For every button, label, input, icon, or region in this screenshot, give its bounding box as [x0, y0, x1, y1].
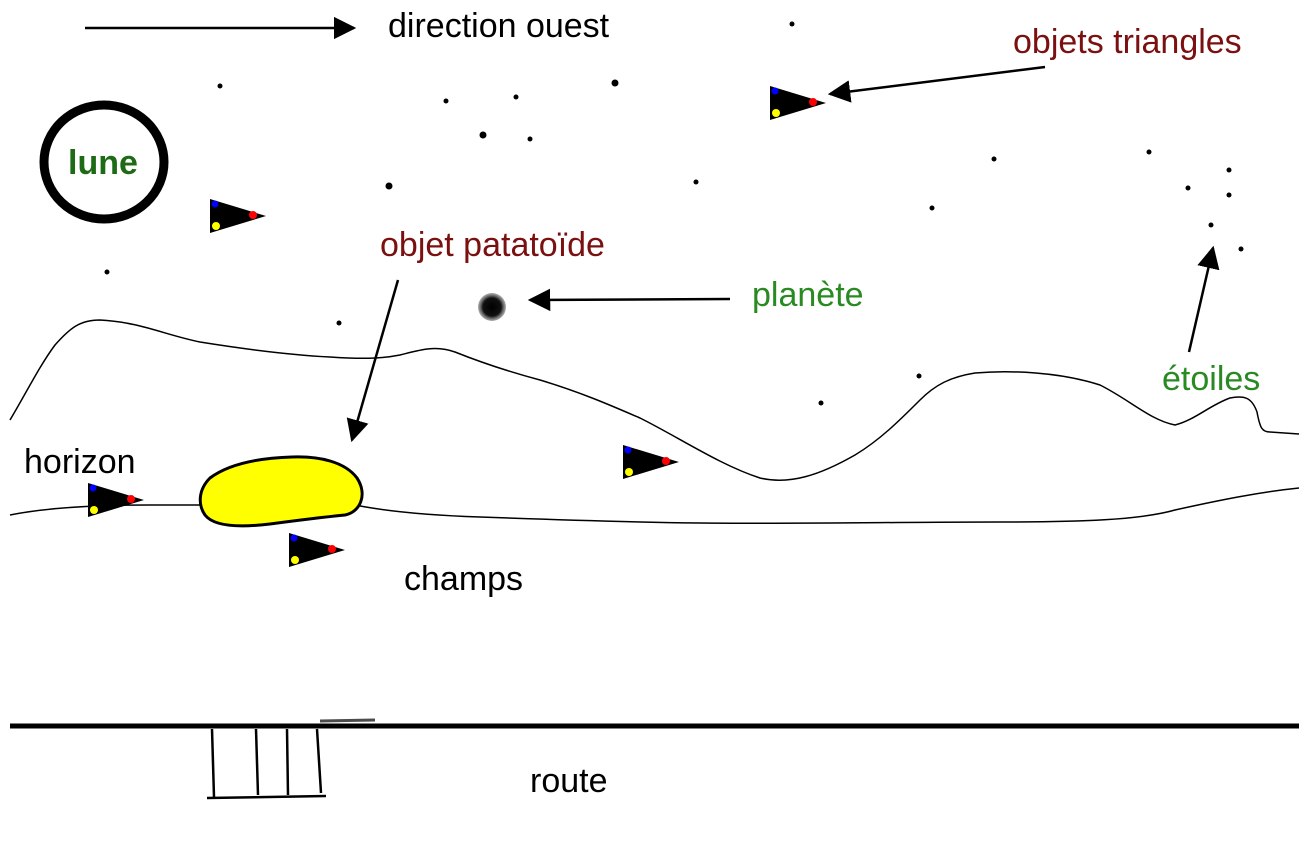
star-dot-icon — [991, 156, 997, 162]
stars — [104, 21, 1244, 406]
triangle-ufo-icon — [770, 86, 826, 120]
star-dot-icon — [479, 131, 487, 139]
star-dot-icon — [385, 182, 393, 190]
moon-label: lune — [68, 144, 138, 182]
triangle-ufo-icon — [623, 445, 679, 479]
star-dot-icon — [443, 98, 449, 104]
road-smudge — [319, 718, 376, 723]
potato-label: objet patatoïde — [380, 226, 605, 264]
potato-object — [198, 455, 364, 528]
star-dot-icon — [789, 21, 795, 27]
potato-arrow — [346, 279, 400, 443]
star-dot-icon — [1146, 149, 1152, 155]
triangle-ufo-icon — [210, 199, 266, 233]
moon-icon — [39, 100, 169, 224]
star-dot-icon — [611, 79, 619, 87]
triangle-ufo-icon — [88, 483, 144, 517]
triangles-label: objets triangles — [1013, 23, 1242, 61]
star-dot-icon — [1238, 246, 1244, 252]
mountain-ridge — [9, 319, 1299, 481]
horizon-line — [9, 487, 1299, 525]
fields-label: champs — [404, 560, 523, 598]
star-dot-icon — [336, 320, 342, 326]
triangles-arrow — [827, 65, 1046, 103]
planet-arrow — [527, 288, 731, 312]
triangle-ufo-icon — [289, 533, 345, 567]
direction-label: direction ouest — [388, 7, 610, 45]
star-dot-icon — [1208, 222, 1214, 228]
star-dot-icon — [693, 179, 699, 185]
star-dot-icon — [1226, 167, 1232, 173]
star-dot-icon — [513, 94, 519, 100]
planet-icon — [478, 293, 506, 321]
road-sign-structure — [206, 728, 327, 800]
star-dot-icon — [916, 373, 922, 379]
star-dot-icon — [217, 83, 223, 89]
star-dot-icon — [1226, 192, 1232, 198]
star-dot-icon — [818, 400, 824, 406]
horizon-label: horizon — [24, 443, 136, 481]
star-dot-icon — [527, 136, 533, 142]
stars-arrow — [1187, 245, 1220, 353]
stars-label: étoiles — [1162, 360, 1260, 398]
star-dot-icon — [929, 205, 935, 211]
road-label: route — [530, 762, 608, 800]
star-dot-icon — [104, 269, 110, 275]
planet-label: planète — [752, 276, 864, 314]
star-dot-icon — [1185, 185, 1191, 191]
